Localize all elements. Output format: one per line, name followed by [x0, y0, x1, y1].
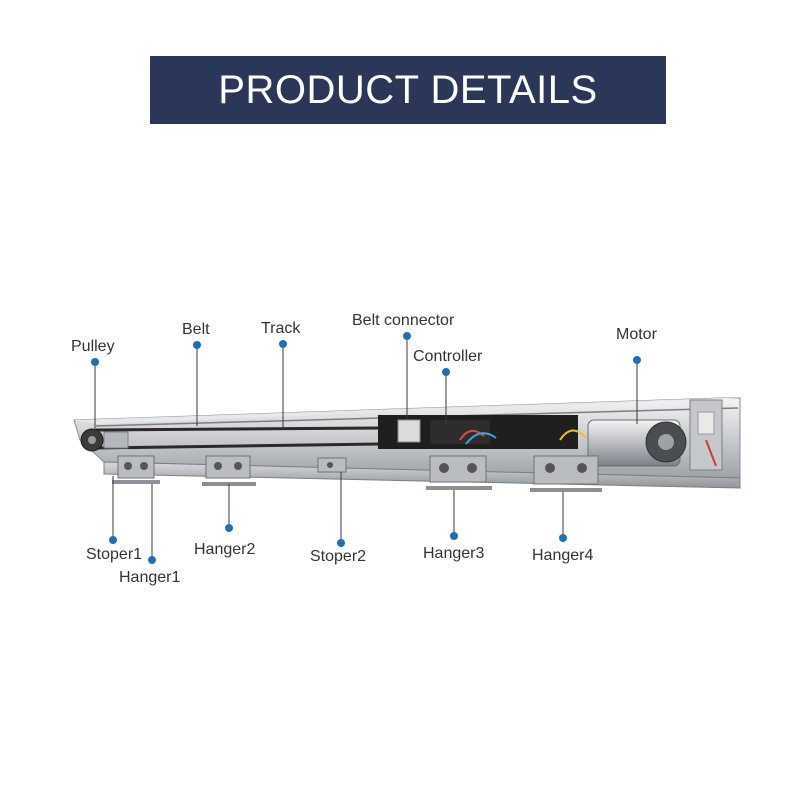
stoper1-dot [109, 536, 117, 544]
belt-connector-dot [403, 332, 411, 340]
motor-dot [633, 356, 641, 364]
page-title: PRODUCT DETAILS [218, 67, 598, 112]
hanger1-label: Hanger1 [119, 569, 181, 586]
controller-block [378, 415, 587, 449]
hanger2-dot [225, 524, 233, 532]
hanger3-shape [426, 455, 492, 490]
callout-lines [94, 336, 638, 560]
pulley-dot [91, 358, 99, 366]
controller-dot [442, 368, 450, 376]
belt-label: Belt [182, 321, 210, 338]
motor-shape [587, 399, 723, 471]
belt-shape [95, 426, 381, 450]
callout-dots [91, 332, 641, 564]
motor-label: Motor [616, 326, 657, 343]
hanger2-shape [202, 455, 256, 486]
controller-label: Controller [413, 348, 483, 365]
stoper2-shape [317, 457, 347, 473]
pulley-shape [80, 428, 129, 452]
hanger1-dot [148, 556, 156, 564]
hanger1-shape [112, 455, 160, 484]
stoper2-dot [337, 539, 345, 547]
belt-connector-label: Belt connector [352, 312, 455, 329]
hanger4-label: Hanger4 [532, 547, 594, 564]
hanger2-label: Hanger2 [194, 541, 256, 558]
belt-dot [193, 341, 201, 349]
hanger3-label: Hanger3 [423, 545, 485, 562]
hanger4-dot [559, 534, 567, 542]
stoper2-label: Stoper2 [310, 548, 367, 565]
stoper1-label: Stoper1 [86, 546, 143, 563]
pulley-label: Pulley [71, 338, 115, 355]
hanger4-shape [530, 455, 602, 492]
title-banner: PRODUCT DETAILS [150, 56, 666, 124]
track-label: Track [261, 320, 301, 337]
track-dot [279, 340, 287, 348]
hanger3-dot [450, 532, 458, 540]
